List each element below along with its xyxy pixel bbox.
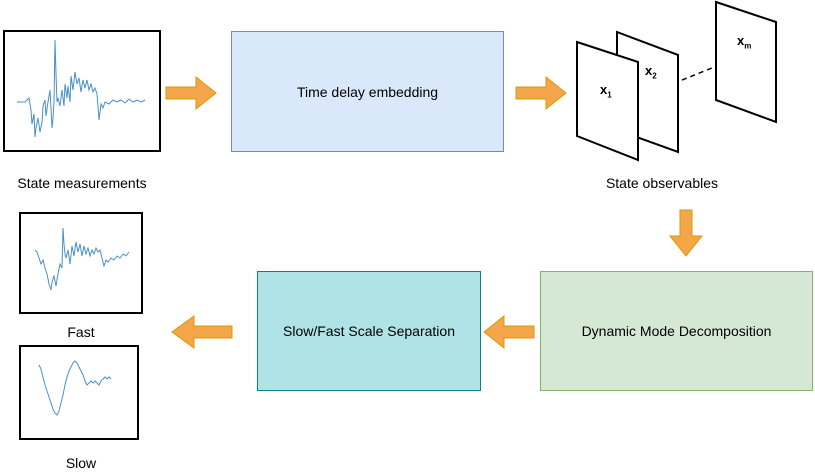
arrow-right-2 — [515, 75, 567, 111]
observable-x2-label: x2 — [645, 63, 657, 81]
observable-card-x1 — [576, 40, 639, 162]
arrow-left-2 — [171, 315, 233, 349]
fast-label: Fast — [67, 324, 95, 340]
arrow-down — [668, 209, 704, 257]
observable-xm-label: xm — [737, 33, 752, 51]
time-delay-embedding-box: Time delay embedding — [231, 31, 504, 152]
state-measurements-plot — [3, 30, 161, 152]
dmd-box: Dynamic Mode Decomposition — [540, 271, 813, 391]
fast-signal — [34, 227, 130, 291]
slow-label: Slow — [65, 455, 97, 471]
observable-x1-label: x1 — [600, 82, 612, 100]
scale-separation-box: Slow/Fast Scale Separation — [257, 271, 481, 391]
state-observables-cards — [576, 0, 777, 162]
dmd-label: Dynamic Mode Decomposition — [581, 323, 772, 339]
state-observables-label: State observables — [605, 175, 719, 191]
fast-plot — [19, 212, 143, 314]
state-measurements-signal — [17, 39, 146, 138]
scale-separation-label: Slow/Fast Scale Separation — [283, 323, 455, 339]
observable-ellipsis-line — [681, 67, 713, 81]
arrow-left-1 — [483, 314, 535, 350]
state-measurements-label: State measurements — [17, 175, 147, 191]
arrow-right-1 — [165, 75, 217, 111]
time-delay-embedding-label: Time delay embedding — [296, 83, 439, 100]
slow-plot — [19, 345, 139, 440]
slow-signal — [38, 360, 112, 416]
observable-card-xm — [715, 0, 777, 124]
